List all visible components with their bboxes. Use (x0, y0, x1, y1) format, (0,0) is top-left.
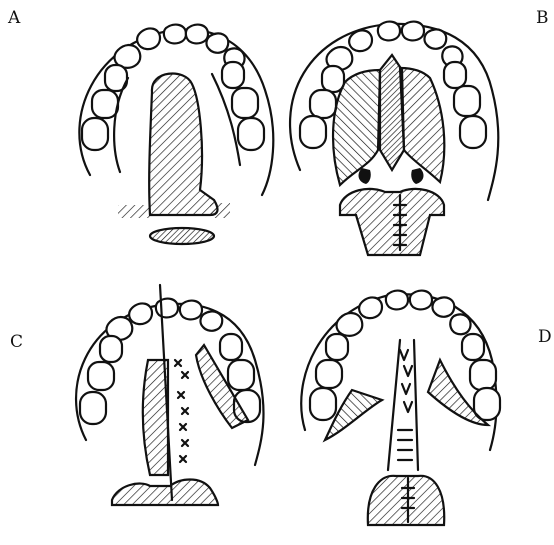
panel-a-drawing (79, 25, 273, 244)
left-shelf (143, 360, 168, 475)
cleft-hatched-region (149, 74, 217, 215)
panel-b-drawing (290, 22, 498, 255)
panel-d-drawing (301, 291, 500, 525)
vomer-flap (380, 55, 404, 170)
right-mucoperiosteal-flap (400, 68, 444, 182)
suture-marks (175, 360, 188, 462)
excised-tissue (150, 228, 214, 244)
soft-palate-repair (340, 189, 444, 255)
panel-c-drawing (76, 285, 263, 505)
suture-marks (398, 350, 412, 460)
soft-palate-repair (368, 476, 444, 525)
